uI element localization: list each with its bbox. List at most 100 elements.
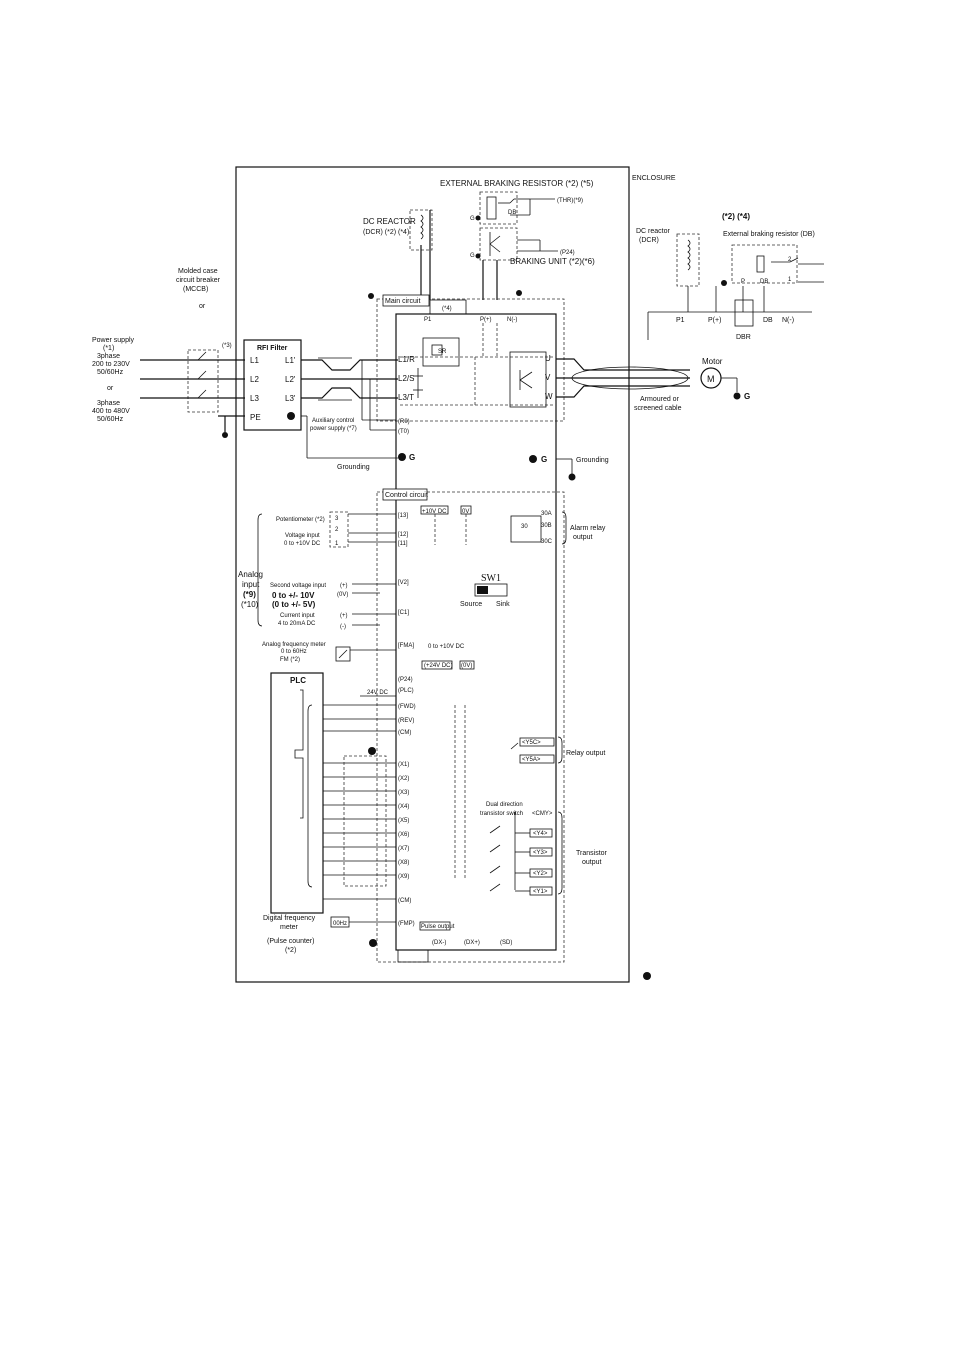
- x-terminal-group: (X1) (X2) (X3) (X4) (X5) (X6) (X7) (X8) …: [398, 762, 409, 880]
- term-x7: (X7): [398, 846, 409, 852]
- mccb-l1: Molded case: [178, 268, 218, 275]
- relay-y5c: <Y5C>: [522, 740, 541, 746]
- v2-plus: (+): [340, 583, 348, 589]
- ps-l1: Power supply: [92, 337, 135, 344]
- plus10-label: +10V DC: [422, 509, 447, 515]
- pot-label: Potentiometer (*2): [276, 517, 325, 523]
- term-cm: (CM): [398, 730, 411, 736]
- motor-m: M: [707, 374, 715, 384]
- term-p24: (P24): [398, 677, 413, 683]
- tr-y2: <Y2>: [533, 871, 548, 877]
- sw1-switch[interactable]: [474, 583, 508, 597]
- svg-text:G: G: [470, 253, 475, 259]
- afm-l3: FM (*2): [280, 657, 300, 663]
- output-w: W: [545, 392, 553, 401]
- svg-text:1: 1: [335, 541, 339, 547]
- right-db2: DB: [760, 279, 768, 285]
- svg-text:DB: DB: [508, 210, 516, 216]
- right-ext-label: External braking resistor (DB): [723, 231, 815, 238]
- alarm-30b: 30B: [541, 523, 552, 529]
- pplus-label: P(+): [480, 317, 492, 323]
- enclosure-label: ENCLOSURE: [632, 175, 676, 182]
- main-circuit-tag: [382, 294, 430, 307]
- ci-plus: (+): [340, 613, 348, 619]
- tr-y4: <Y4>: [533, 831, 548, 837]
- term-13: [13]: [398, 513, 408, 519]
- term-11: [11]: [398, 541, 408, 547]
- right-db: DB: [763, 317, 773, 324]
- ps-l7: 400 to 480V: [92, 408, 130, 415]
- analog-l4: (*10): [241, 600, 259, 609]
- analog-l1: Analog: [238, 570, 263, 579]
- main-circuit-label: Main circuit: [385, 298, 420, 305]
- control-circuit-outer: [376, 491, 565, 963]
- term-plc: (PLC): [398, 688, 414, 694]
- dfm-box: 00Hz: [333, 921, 347, 927]
- zero-v-label: 0V: [462, 509, 469, 515]
- svg-text:G: G: [470, 216, 475, 222]
- term-x1: (X1): [398, 762, 409, 768]
- t0-label: (T0): [398, 429, 409, 435]
- note4-label: (*4): [442, 306, 452, 312]
- term-x8: (X8): [398, 860, 409, 866]
- output-u: U: [545, 354, 551, 363]
- control-circuit-label: Control circuit: [385, 492, 428, 499]
- term-x5: (X5): [398, 818, 409, 824]
- ext-brake-title: EXTERNAL BRAKING RESISTOR (*2) (*5): [440, 179, 594, 188]
- cable-l1: Armoured or: [640, 396, 680, 403]
- dfm-l1: Digital frequency: [263, 915, 316, 922]
- rfi-title: RFI Filter: [257, 345, 288, 352]
- alarm-30: 30: [521, 524, 528, 530]
- main-input-l1: L1/R: [398, 355, 415, 364]
- sd-label: (SD): [500, 940, 512, 946]
- term-fma: [FMA]: [398, 643, 414, 649]
- dual-l1: Dual direction: [486, 802, 523, 808]
- afm-l1: Analog frequency meter: [262, 642, 326, 648]
- braking-unit-label: BRAKING UNIT (*2)(*6): [510, 257, 595, 266]
- p1-label: P1: [424, 317, 432, 323]
- aux-l1: Auxiliary control: [312, 418, 354, 424]
- tr-y1: <Y1>: [533, 889, 548, 895]
- dx-plus: (DX+): [464, 940, 480, 946]
- afm-l2: 0 to 60Hz: [281, 649, 307, 655]
- ps-l3: 3phase: [97, 353, 120, 360]
- term-v2: [V2]: [398, 580, 409, 586]
- mccb-or: or: [199, 303, 206, 310]
- ps-l5: 50/60Hz: [97, 369, 124, 376]
- main-input-l2: L2/S: [398, 374, 414, 383]
- term-fmp: (FMP): [398, 921, 415, 927]
- grounding-right: Grounding: [576, 457, 609, 464]
- plc-title: PLC: [290, 676, 306, 685]
- dfm-l4: (*2): [285, 947, 296, 954]
- rfi-filter-box: [243, 339, 302, 431]
- svg-text:3: 3: [335, 516, 339, 522]
- cable-l2: screened cable: [634, 405, 682, 412]
- relay-label: Relay output: [566, 750, 605, 757]
- right-p: P: [741, 279, 745, 285]
- zero-v2: (0V): [461, 663, 472, 669]
- v2-l1: Second voltage input: [270, 583, 326, 589]
- dx-minus: (DX-): [432, 940, 446, 946]
- motor-title: Motor: [702, 357, 723, 366]
- analog-l2: input: [242, 580, 260, 589]
- rfi-in-l2: L2: [250, 375, 259, 384]
- tr-y3: <Y3>: [533, 850, 548, 856]
- dfm-l2: meter: [280, 924, 299, 931]
- right-dcr-l1: DC reactor: [636, 228, 671, 235]
- svg-text:1: 1: [788, 277, 792, 283]
- sr-label: SR: [438, 349, 447, 355]
- fma-range: 0 to +10V DC: [428, 644, 465, 650]
- sw-source: Source: [460, 601, 482, 608]
- vin-l1: Voltage input: [285, 533, 320, 539]
- rfi-out-l1: L1': [285, 356, 296, 365]
- grounding-left: Grounding: [337, 464, 370, 471]
- right-p1: P1: [676, 317, 685, 324]
- tr-l1: Transistor: [576, 850, 608, 857]
- aux-l2: power supply (*7): [310, 426, 357, 432]
- term-x3: (X3): [398, 790, 409, 796]
- ext-brake-box: [479, 191, 518, 225]
- p24v-dc: (+24V DC): [424, 663, 453, 669]
- term-x9: (X9): [398, 874, 409, 880]
- ps-l6: 3phase: [97, 400, 120, 407]
